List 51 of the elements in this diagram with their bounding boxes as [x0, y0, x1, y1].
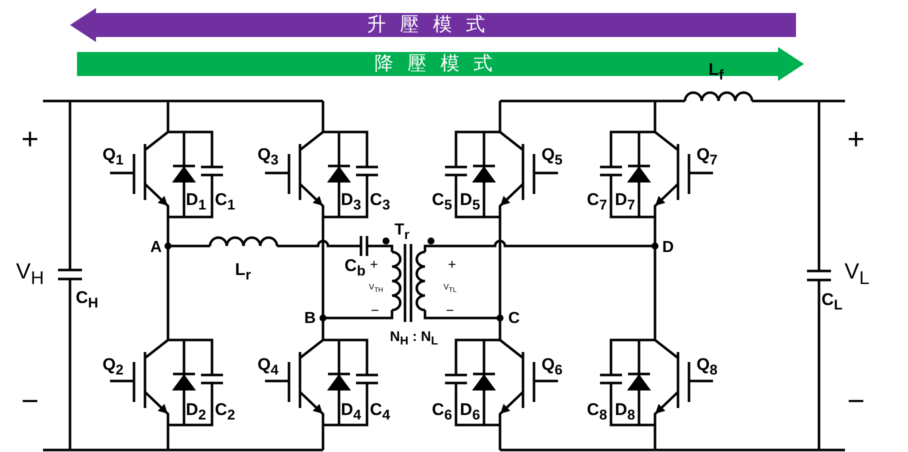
- component-label: L$_{f}$: [708, 61, 724, 83]
- component-label: T$_{r}$: [394, 222, 410, 242]
- polarity-sign: +: [370, 257, 378, 271]
- component-label: D$_{7}$: [614, 191, 636, 213]
- component-label: C$_{8}$: [586, 401, 608, 423]
- node-label: D: [662, 240, 674, 256]
- component-label: C$_{4}$: [370, 401, 390, 423]
- component-label: C$_{1}$: [214, 191, 236, 213]
- component-label: Q$_{8}$: [696, 356, 718, 378]
- component-label: C$_{2}$: [214, 401, 236, 423]
- component-label: Q$_{7}$: [696, 146, 718, 168]
- component-label: D$_{3}$: [340, 191, 362, 213]
- mode-arrow: [77, 47, 804, 81]
- component-label: Q$_{1}$: [102, 146, 124, 168]
- component-label: C$_{b}$: [344, 257, 366, 279]
- component-label: C$_{5}$: [432, 191, 452, 213]
- node-label: C: [508, 311, 520, 327]
- component-label: L$_{r}$: [235, 261, 251, 283]
- component-label: D$_{1}$: [186, 191, 206, 213]
- polarity-sign: +: [21, 125, 39, 155]
- voltage-label: V$_{L}$: [844, 260, 870, 288]
- voltage-label: V$_{TH}$: [368, 283, 384, 295]
- node-label: B: [304, 311, 316, 327]
- component-label: C$_{6}$: [432, 401, 452, 423]
- node-label: A: [150, 240, 162, 256]
- voltage-label: V$_{H}$: [16, 260, 44, 288]
- polarity-sign: +: [448, 257, 456, 271]
- voltage-label: V$_{TL}$: [443, 283, 457, 295]
- polarity-sign: +: [847, 125, 865, 155]
- polarity-sign: −: [446, 303, 454, 317]
- polarity-sign: −: [847, 387, 865, 417]
- component-label: D$_{6}$: [460, 401, 480, 423]
- mode-label: 降壓模式: [374, 54, 506, 74]
- component-label: C$_{7}$: [586, 191, 608, 213]
- component-label: D$_{5}$: [460, 191, 480, 213]
- mode-label: 升壓模式: [367, 16, 499, 34]
- component-label: Q$_{6}$: [541, 356, 563, 378]
- polarity-sign: −: [21, 387, 39, 417]
- component-label: C$_{3}$: [370, 191, 390, 213]
- mode-arrow: [70, 8, 796, 42]
- component-label: Q$_{5}$: [541, 146, 563, 168]
- polarity-sign: −: [370, 303, 380, 317]
- turns-ratio-label: N$_{H}$ : N$_{L}$: [390, 328, 438, 348]
- component-label: D$_{2}$: [186, 401, 206, 423]
- component-label: D$_{4}$: [340, 401, 362, 423]
- component-label: C$_{H}$: [76, 289, 98, 311]
- component-label: Q$_{3}$: [257, 146, 279, 168]
- component-label: Q$_{4}$: [257, 356, 279, 378]
- component-label: Q$_{2}$: [102, 356, 124, 378]
- component-label: C$_{L}$: [822, 291, 842, 313]
- component-label: D$_{8}$: [614, 401, 636, 423]
